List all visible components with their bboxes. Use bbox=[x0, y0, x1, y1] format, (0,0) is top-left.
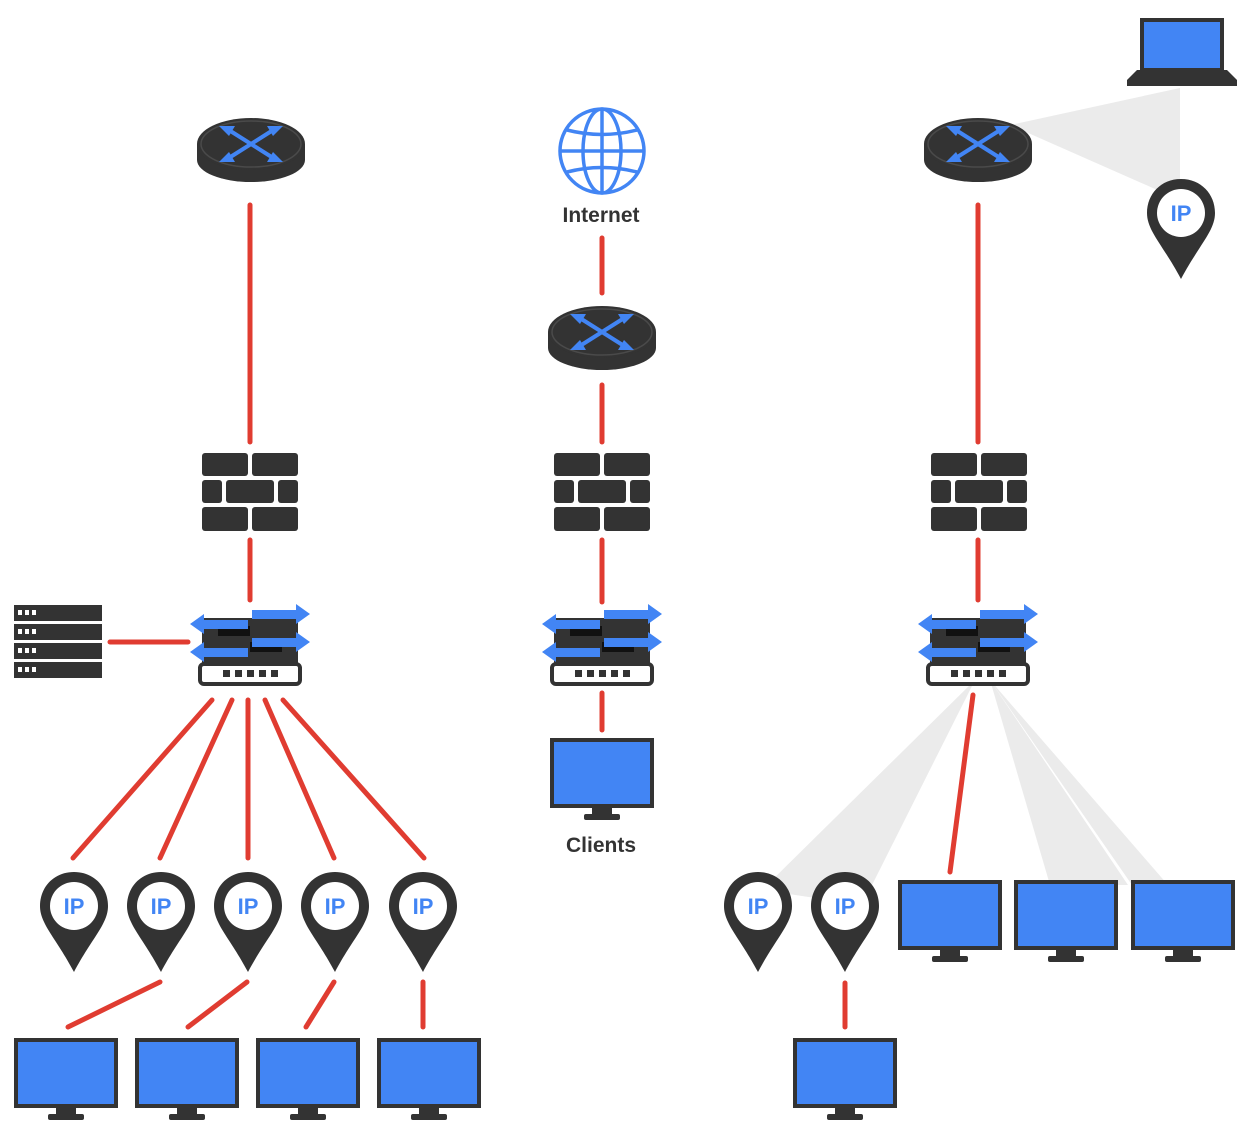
globe-icon bbox=[558, 107, 646, 195]
ip-location-pin-icon: IP bbox=[127, 872, 195, 972]
ip-location-pin-icon: IP bbox=[724, 872, 792, 972]
firewall-icon bbox=[554, 453, 650, 531]
monitor-icon bbox=[793, 1038, 897, 1122]
ip-label: IP bbox=[325, 894, 346, 919]
router-icon bbox=[195, 116, 307, 184]
ip-location-pin-icon: IP bbox=[301, 872, 369, 972]
ip-label: IP bbox=[64, 894, 85, 919]
left-network: IP IP IP IP IP bbox=[14, 116, 481, 1122]
ip-label: IP bbox=[238, 894, 259, 919]
monitor-icon bbox=[1014, 880, 1118, 964]
monitor-icon bbox=[377, 1038, 481, 1122]
ip-label: IP bbox=[835, 894, 856, 919]
network-switch-icon bbox=[542, 602, 662, 686]
ip-label: IP bbox=[413, 894, 434, 919]
center-network: Internet Clients bbox=[542, 107, 662, 857]
monitor-icon bbox=[256, 1038, 360, 1122]
network-switch-icon bbox=[918, 602, 1038, 686]
ip-label: IP bbox=[1171, 201, 1192, 226]
ip-label: IP bbox=[748, 894, 769, 919]
router-icon bbox=[546, 304, 658, 372]
connection-lines bbox=[65, 202, 981, 1030]
monitor-icon bbox=[898, 880, 1002, 964]
laptop-icon bbox=[1127, 18, 1237, 88]
firewall-icon bbox=[931, 453, 1027, 531]
wireless-coverage bbox=[762, 88, 1180, 905]
ip-location-pin-icon: IP bbox=[214, 872, 282, 972]
monitor-icon bbox=[135, 1038, 239, 1122]
monitor-icon bbox=[550, 738, 654, 822]
right-network: IP IP IP bbox=[724, 18, 1237, 1122]
internet-label: Internet bbox=[562, 204, 639, 227]
ip-label: IP bbox=[151, 894, 172, 919]
ip-location-pin-icon: IP bbox=[40, 872, 108, 972]
monitor-icon bbox=[1131, 880, 1235, 964]
ip-location-pin-icon: IP bbox=[389, 872, 457, 972]
clients-label: Clients bbox=[566, 834, 636, 857]
ip-location-pin-icon: IP bbox=[1147, 179, 1215, 279]
server-rack-icon bbox=[14, 605, 102, 678]
network-switch-icon bbox=[190, 602, 310, 686]
monitor-icon bbox=[14, 1038, 118, 1122]
router-icon bbox=[922, 116, 1034, 184]
ip-location-pin-icon: IP bbox=[811, 872, 879, 972]
firewall-icon bbox=[202, 453, 298, 531]
